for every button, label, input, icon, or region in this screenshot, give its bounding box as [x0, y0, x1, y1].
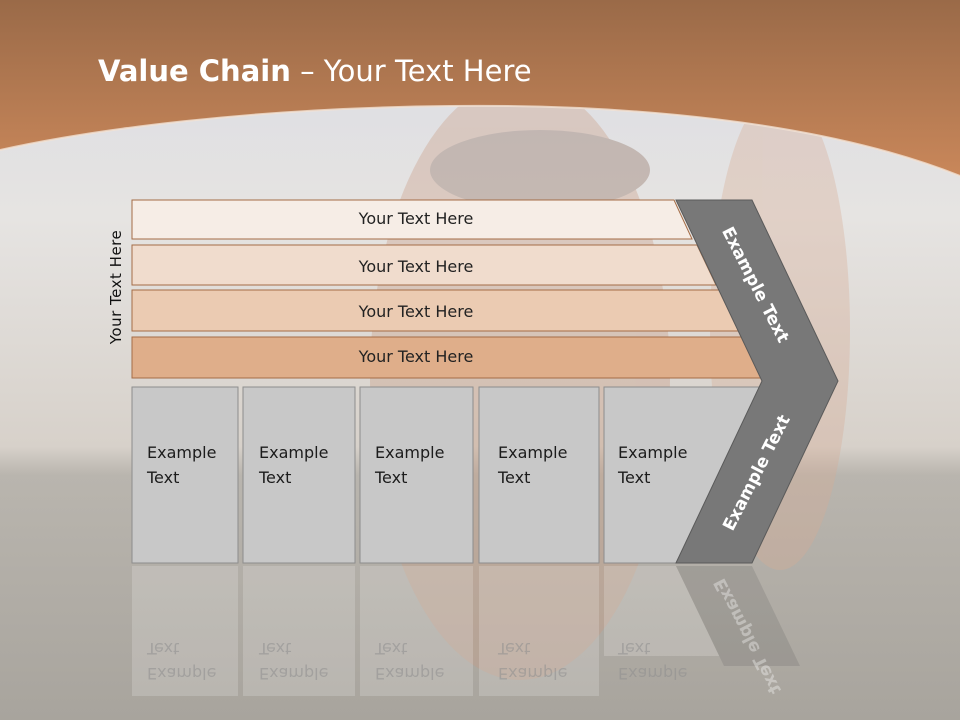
- box-4-reflection-line1: Example: [498, 664, 568, 683]
- slide-title: Value Chain – Your Text Here: [98, 54, 532, 88]
- box-5-text: Example Text: [618, 440, 718, 490]
- title-rest: – Your Text Here: [290, 54, 532, 88]
- bar-1-shape: [131, 199, 693, 240]
- bar-4-label: Your Text Here: [358, 347, 474, 366]
- box-1-text: Example Text: [147, 440, 247, 490]
- header-highlight-curve: [0, 104, 960, 177]
- box-4-text: Example Text: [498, 440, 598, 490]
- box-1-reflection-line1: Example: [147, 664, 217, 683]
- box-2-line1: Example: [259, 443, 329, 462]
- box-4-reflection: Example Text: [498, 636, 598, 686]
- box-3-reflection-line2: Text: [375, 639, 408, 658]
- box-4-shape: [478, 386, 600, 564]
- box-1-line2: Text: [147, 468, 180, 487]
- box-3-text: Example Text: [375, 440, 475, 490]
- box-1-reflection: Example Text: [147, 636, 247, 686]
- vertical-label: Your Text Here: [107, 229, 125, 345]
- box-5-reflection-line1: Example: [618, 664, 688, 683]
- box-3-reflection: Example Text: [375, 636, 475, 686]
- box-2-line2: Text: [259, 468, 292, 487]
- box-1-reflection-line2: Text: [147, 639, 180, 658]
- box-2-reflection-line2: Text: [259, 639, 292, 658]
- box-2-shape: [242, 386, 356, 564]
- box-3-reflection-line1: Example: [375, 664, 445, 683]
- box-1-shape: [131, 386, 239, 564]
- box-2-text: Example Text: [259, 440, 359, 490]
- bar-2-label: Your Text Here: [358, 257, 474, 276]
- box-1-line1: Example: [147, 443, 217, 462]
- box-3-line2: Text: [375, 468, 408, 487]
- box-5-reflection-line2: Text: [618, 639, 651, 658]
- bar-1-label: Your Text Here: [358, 209, 474, 228]
- box-4-line1: Example: [498, 443, 568, 462]
- box-4-reflection-line2: Text: [498, 639, 531, 658]
- reflection-group: [132, 566, 800, 696]
- box-2-reflection-line1: Example: [259, 664, 329, 683]
- box-2-reflection: Example Text: [259, 636, 359, 686]
- bar-3-label: Your Text Here: [358, 302, 474, 321]
- box-5-line1: Example: [618, 443, 688, 462]
- box-4-line2: Text: [498, 468, 531, 487]
- box-3-line1: Example: [375, 443, 445, 462]
- box-5-reflection: Example Text: [618, 636, 718, 686]
- box-3-shape: [359, 386, 474, 564]
- title-bold: Value Chain: [98, 54, 291, 88]
- box-5-line2: Text: [618, 468, 651, 487]
- header-band: [0, 0, 960, 176]
- chevron-shape: [675, 199, 839, 564]
